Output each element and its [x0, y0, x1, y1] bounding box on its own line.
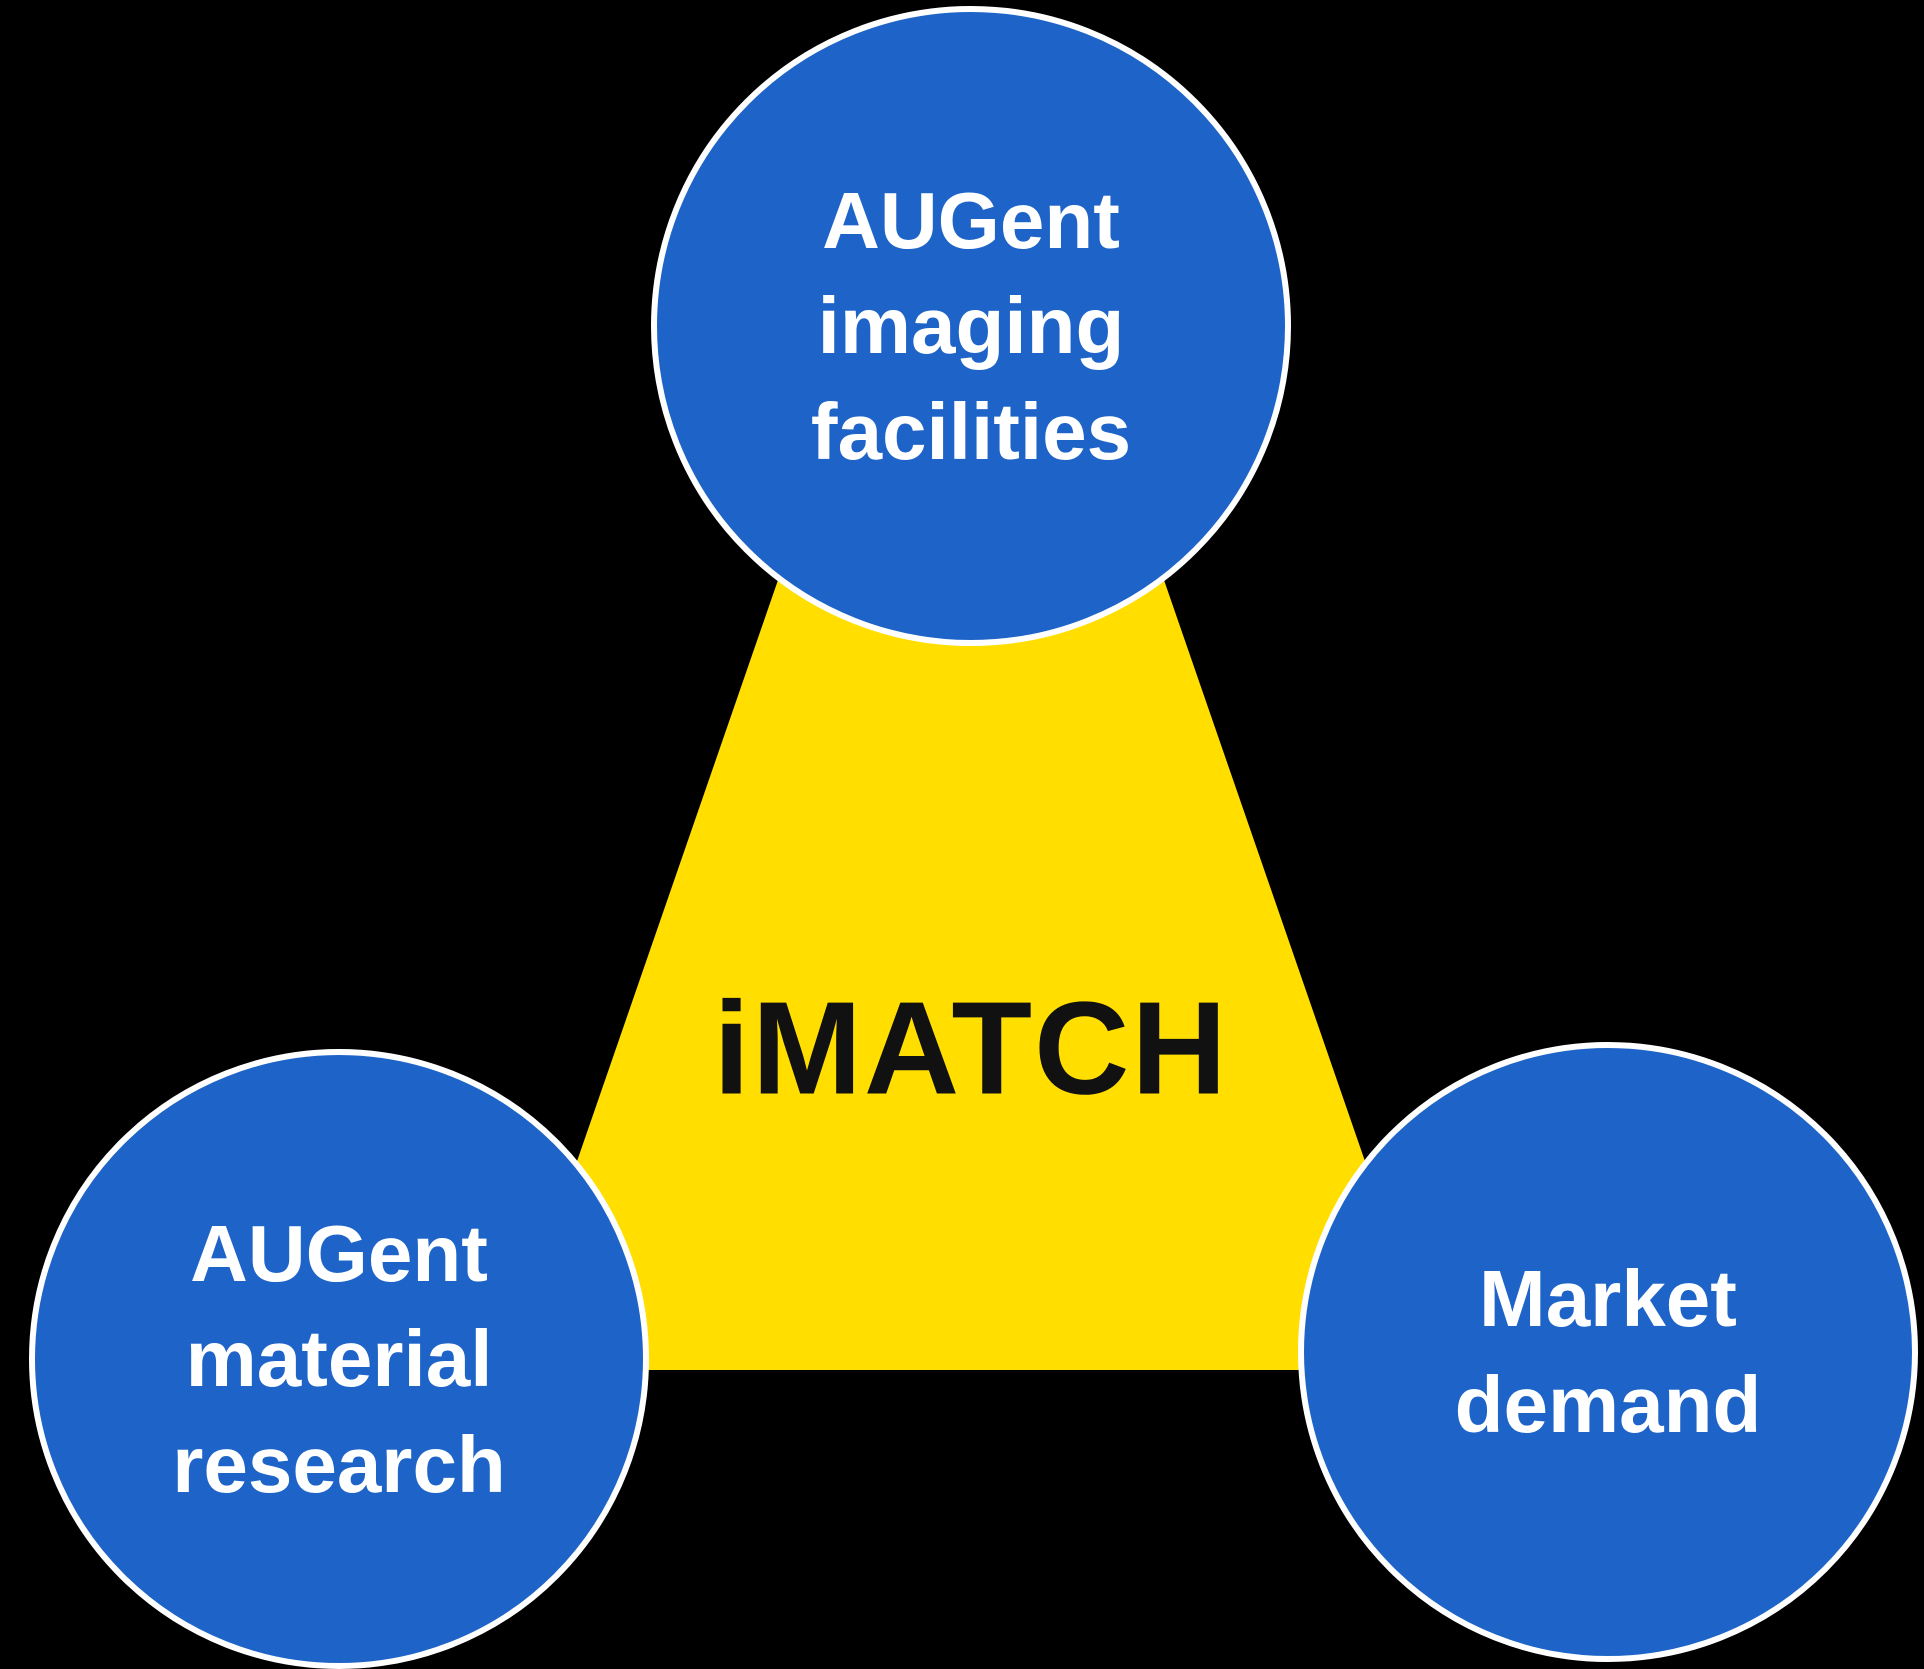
- node-line: demand: [1454, 1360, 1762, 1449]
- triangle-shape: [525, 125, 1417, 1370]
- node-line: Market: [1479, 1254, 1737, 1344]
- node-market-demand: Market demand: [1298, 1042, 1918, 1662]
- node-augent-imaging-facilities: AUGent imaging facilities: [651, 6, 1291, 646]
- node-augent-material-research: AUGent material research: [29, 1049, 649, 1669]
- center-label: iMATCH: [713, 974, 1229, 1122]
- node-line: imaging: [817, 281, 1125, 371]
- node-line: material: [185, 1314, 493, 1404]
- node-line: AUGent: [190, 1208, 488, 1298]
- node-line: facilities: [810, 386, 1132, 476]
- node-line: research: [172, 1419, 506, 1509]
- node-line: AUGent: [822, 175, 1120, 265]
